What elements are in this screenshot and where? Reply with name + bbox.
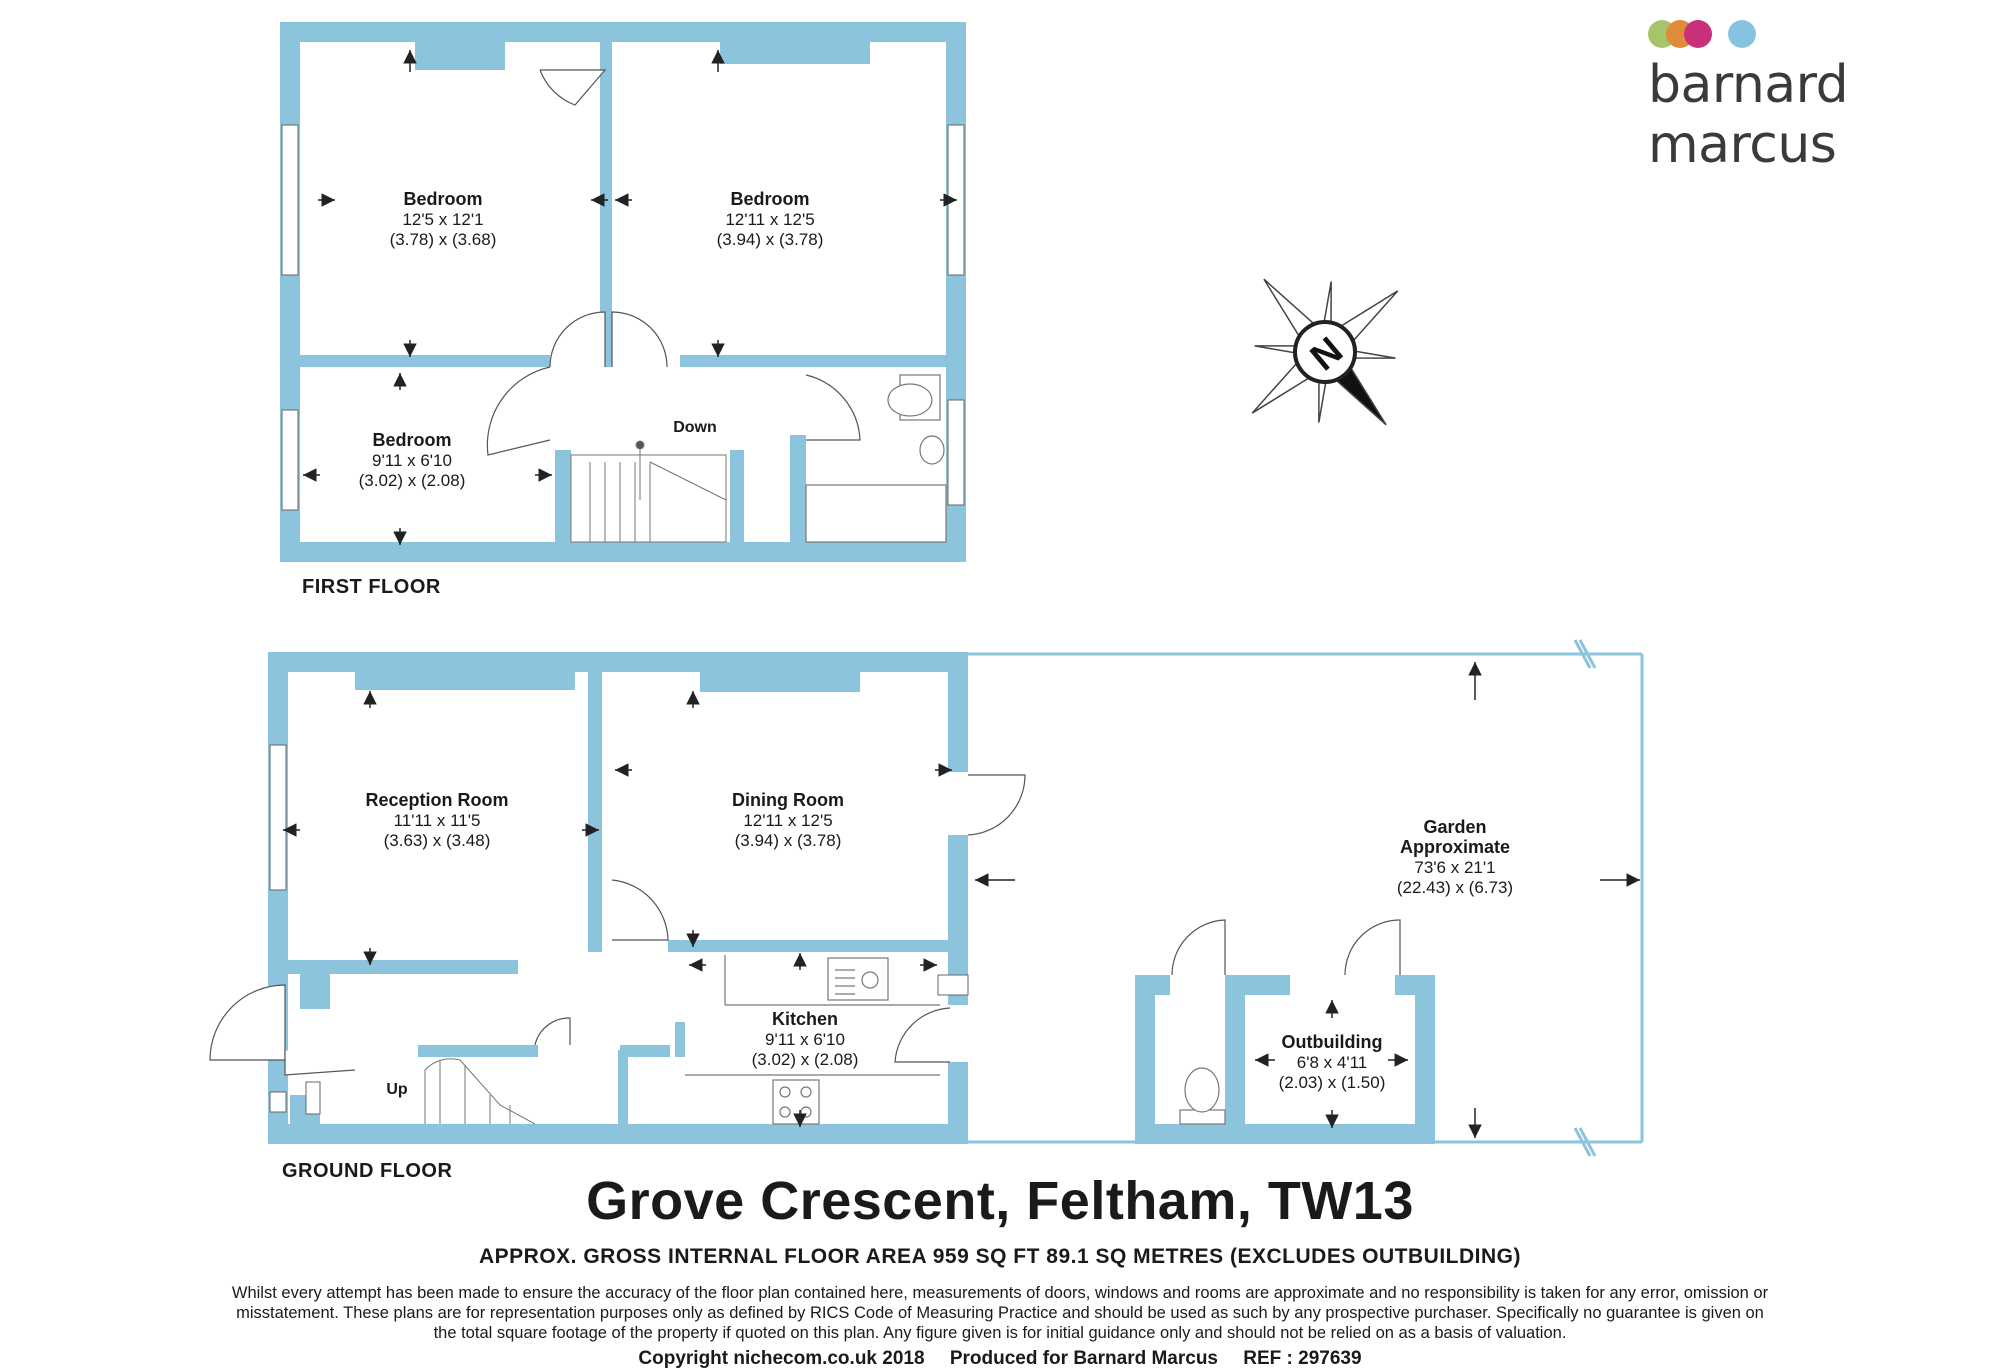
- ground-floor-plan: [209, 639, 1644, 1157]
- room-name: Outbuilding: [1282, 1032, 1383, 1052]
- reference-text: REF : 297639: [1243, 1348, 1362, 1369]
- room-imperial: 9'11 x 6'10: [765, 1030, 845, 1049]
- produced-for-text: Produced for Barnard Marcus: [949, 1348, 1218, 1369]
- first-floor-doors: [486, 69, 861, 456]
- logo-dot-blue: [1728, 20, 1756, 48]
- room-metric: (3.94) x (3.78): [717, 230, 824, 249]
- copyright-text: Copyright nichecom.co.uk 2018: [638, 1348, 925, 1369]
- brand-name: barnard marcus: [1648, 55, 1849, 175]
- room-label-bedroom-2: Bedroom 12'11 x 12'5 (3.94) x (3.78): [717, 189, 824, 249]
- room-imperial: 12'11 x 12'5: [743, 811, 832, 830]
- room-name: Dining Room: [732, 790, 844, 810]
- room-imperial: 12'5 x 12'1: [402, 210, 483, 229]
- room-name: Bedroom: [403, 189, 482, 209]
- room-imperial: 9'11 x 6'10: [372, 451, 452, 470]
- bathroom-fixtures: [805, 374, 947, 543]
- brand-logo: barnard marcus: [1648, 20, 1988, 175]
- first-floor-plan: [280, 22, 966, 562]
- disclaimer-text: Whilst every attempt has been made to en…: [231, 1284, 1769, 1342]
- ground-floor-stairs: [424, 1058, 536, 1125]
- room-metric: (3.63) x (3.48): [384, 831, 491, 850]
- room-imperial: 6'8 x 4'11: [1297, 1053, 1367, 1072]
- ground-floor-label: GROUND FLOOR: [282, 1160, 453, 1182]
- first-floor-stairs: [570, 440, 727, 543]
- ground-floor-windows: [269, 744, 969, 1115]
- room-metric: (3.94) x (3.78): [735, 831, 842, 850]
- room-metric: (3.02) x (2.08): [752, 1050, 859, 1069]
- room-name: Reception Room: [365, 790, 508, 810]
- garden-subtitle: Approximate: [1400, 837, 1510, 857]
- first-floor-label: FIRST FLOOR: [302, 576, 441, 598]
- property-title: Grove Crescent, Feltham, TW13: [586, 1171, 1414, 1231]
- room-metric: (3.02) x (2.08): [359, 471, 466, 490]
- ground-floor-walls: [268, 652, 1435, 1144]
- room-label-outbuilding: Outbuilding 6'8 x 4'11 (2.03) x (1.50): [1279, 1032, 1386, 1092]
- room-imperial: 12'11 x 12'5: [725, 210, 814, 229]
- room-label-bedroom-3: Bedroom 9'11 x 6'10 (3.02) x (2.08): [359, 430, 466, 490]
- room-imperial: 11'11 x 11'5: [394, 811, 481, 830]
- stairs-down-label: Down: [673, 419, 717, 436]
- garden-metric: (22.43) x (6.73): [1397, 878, 1513, 897]
- room-label-bedroom-1: Bedroom 12'5 x 12'1 (3.78) x (3.68): [390, 189, 497, 249]
- measurement-arrows: [283, 50, 1640, 1138]
- room-name: Bedroom: [730, 189, 809, 209]
- room-metric: (3.78) x (3.68): [390, 230, 497, 249]
- outbuilding-fixtures: [1179, 1067, 1226, 1125]
- floor-area: APPROX. GROSS INTERNAL FLOOR AREA 959 SQ…: [478, 1245, 1521, 1268]
- garden-imperial: 73'6 x 21'1: [1414, 858, 1495, 877]
- compass-rose: [1251, 278, 1399, 426]
- room-label-dining: Dining Room 12'11 x 12'5 (3.94) x (3.78): [732, 790, 844, 850]
- garden-name: Garden: [1423, 817, 1486, 837]
- room-label-reception: Reception Room 11'11 x 11'5 (3.63) x (3.…: [365, 790, 508, 850]
- logo-dot-magenta: [1684, 20, 1712, 48]
- room-labels: Bedroom 12'5 x 12'1 (3.78) x (3.68) Bedr…: [359, 189, 1514, 1098]
- ground-floor-doors: [209, 774, 1401, 1076]
- copyright-line: Copyright nichecom.co.uk 2018 Produced f…: [0, 1348, 2000, 1370]
- room-label-garden: Garden Approximate 73'6 x 21'1 (22.43) x…: [1397, 817, 1513, 897]
- room-name: Kitchen: [772, 1009, 838, 1029]
- stairs-up-label: Up: [386, 1081, 408, 1098]
- room-label-kitchen: Kitchen 9'11 x 6'10 (3.02) x (2.08): [752, 1009, 859, 1069]
- garden-boundary: [968, 639, 1644, 1157]
- room-metric: (2.03) x (1.50): [1279, 1073, 1386, 1092]
- room-name: Bedroom: [372, 430, 451, 450]
